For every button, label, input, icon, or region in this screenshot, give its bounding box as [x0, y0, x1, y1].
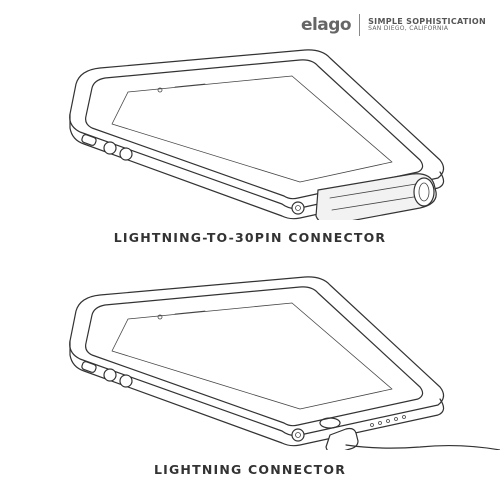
brand-header: elago SIMPLE SOPHISTICATION SAN DIEGO, C…	[301, 14, 486, 36]
top-caption: LIGHTNING-TO-30PIN CONNECTOR	[113, 230, 387, 245]
phone-case-body	[69, 276, 445, 447]
speaker-grille	[370, 415, 406, 427]
phone-case-body	[69, 49, 445, 220]
bottom-caption: LIGHTNING CONNECTOR	[153, 462, 347, 477]
lightning-cable	[325, 427, 500, 450]
brand-divider	[359, 14, 361, 36]
brand-tagline: SIMPLE SOPHISTICATION	[368, 16, 486, 26]
brand-text: SIMPLE SOPHISTICATION SAN DIEGO, CALIFOR…	[368, 17, 486, 33]
brand-logo: elago	[300, 15, 352, 35]
lightning-to-30pin-adapter	[315, 173, 437, 220]
phone-with-30pin-adapter-illustration	[69, 49, 445, 220]
brand-location: SAN DIEGO, CALIFORNIA	[368, 25, 449, 33]
phone-with-lightning-cable-illustration	[69, 276, 500, 450]
